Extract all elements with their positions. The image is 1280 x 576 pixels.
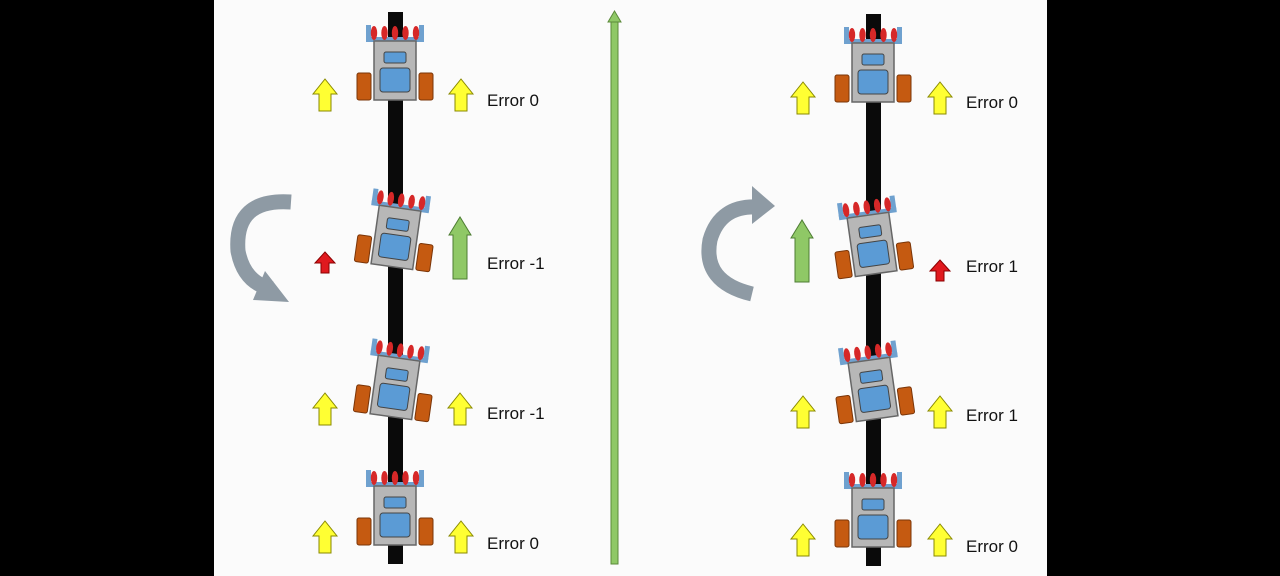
right-row-1: Error 0 (790, 26, 1018, 115)
left-row-3: Error -1 (312, 336, 545, 426)
clockwise-rotation-arrow-icon (230, 194, 292, 302)
error-label: Error 1 (966, 257, 1018, 276)
counterclockwise-rotation-arrow-icon (701, 186, 775, 302)
right-row-4: Error 0 (790, 471, 1018, 557)
right-row-2: Error 1 (790, 193, 1018, 283)
left-row-4: Error 0 (312, 469, 539, 554)
left-row-2: Error -1 (314, 186, 545, 280)
right-track-line (866, 14, 881, 566)
left-track-line (388, 12, 403, 564)
error-label: Error 0 (966, 537, 1018, 556)
error-label: Error 0 (487, 91, 539, 110)
error-label: Error 0 (487, 534, 539, 553)
left-row-1: Error 0 (312, 24, 539, 112)
right-row-3: Error 1 (790, 338, 1018, 429)
error-label: Error -1 (487, 254, 545, 273)
error-label: Error -1 (487, 404, 545, 423)
error-label: Error 1 (966, 406, 1018, 425)
error-label: Error 0 (966, 93, 1018, 112)
center-divider-arrow (607, 10, 622, 565)
diagram-panel (214, 0, 1047, 576)
